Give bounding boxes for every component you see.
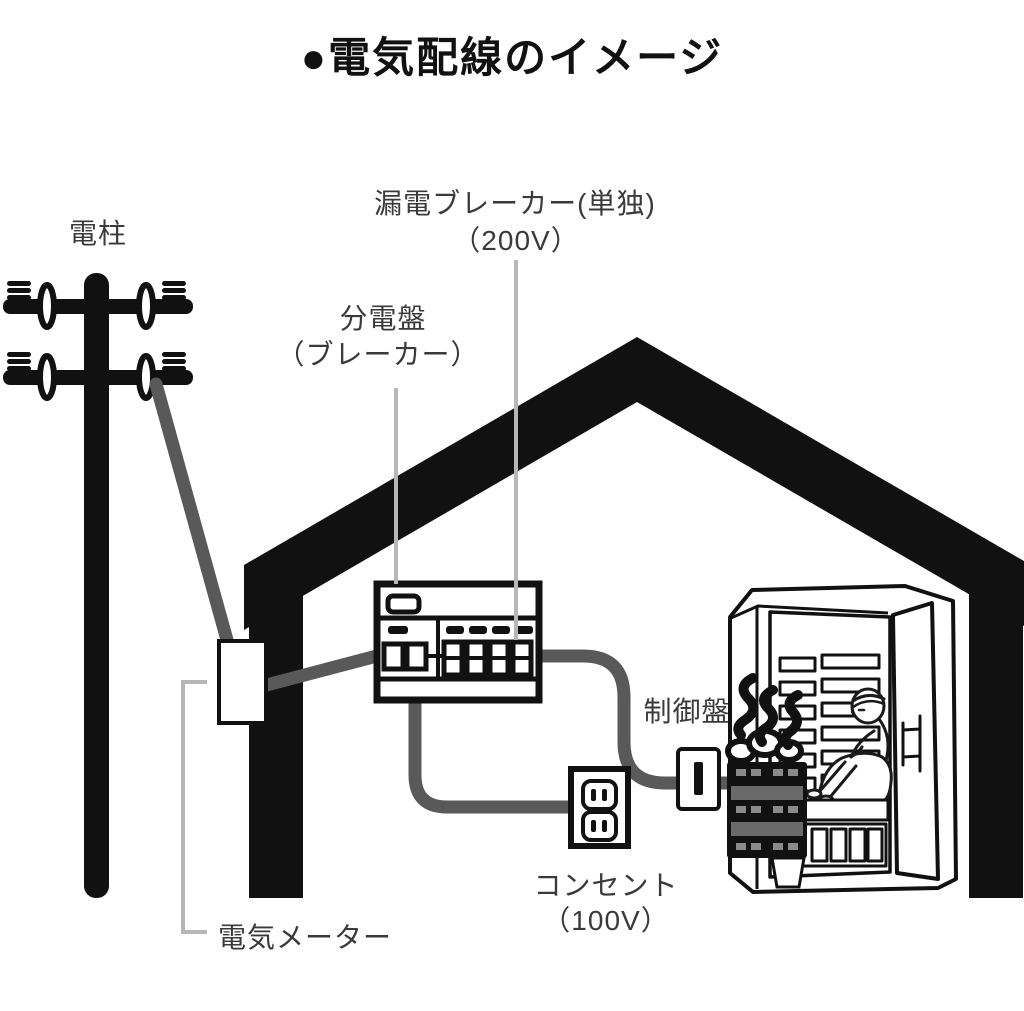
house-left-wall — [249, 575, 303, 898]
outlet-box — [568, 766, 631, 849]
insulator-icon — [136, 353, 156, 401]
head-towel — [851, 694, 886, 703]
main-switch — [385, 593, 422, 615]
wire-panel-to-control — [523, 649, 738, 790]
house-outline — [244, 337, 1024, 898]
label-distribution-board-sub: （ブレーカー） — [276, 339, 480, 370]
control-panel-box — [676, 747, 721, 811]
label-outlet: コンセント — [533, 870, 679, 901]
label-distribution-board: 分電盤 — [339, 303, 427, 334]
label-control-panel: 制御盤 — [643, 696, 731, 727]
steam-icon — [733, 673, 803, 750]
pole-mast — [84, 273, 109, 898]
breaker-dashes — [388, 626, 533, 634]
distribution-panel-box — [373, 580, 543, 704]
door-handle — [901, 714, 922, 773]
wire-panel-to-outlet — [408, 683, 585, 814]
pole-crossarm-bottom — [3, 370, 193, 385]
insulator-icon — [37, 282, 57, 330]
heater-base — [770, 856, 806, 889]
label-utility-pole: 電柱 — [68, 218, 128, 249]
insulator-icon — [37, 353, 57, 401]
insulator-icon — [136, 282, 156, 330]
wire-pole-to-meter — [149, 377, 244, 683]
house-right-wall — [969, 575, 1023, 898]
page-title: ●電気配線のイメージ — [300, 34, 724, 81]
wire-end-stack — [7, 281, 186, 371]
power-line-wires — [149, 377, 738, 814]
callout-lines — [181, 260, 518, 934]
house-roof — [244, 337, 1024, 630]
label-leakage-breaker-voltage: （200V） — [452, 225, 580, 256]
vent-slats — [810, 827, 884, 863]
person-arm — [849, 729, 876, 759]
callout-electric-meter — [181, 680, 207, 934]
outlet-slots — [591, 789, 607, 832]
pole-crossarm-top — [3, 299, 193, 314]
label-leakage-breaker: 漏電ブレーカー(単独) — [374, 188, 656, 219]
label-electric-meter: 電気メーター — [218, 922, 393, 953]
utility-pole-illustration — [3, 273, 193, 898]
sauna-door — [891, 601, 940, 881]
electric-meter-box — [217, 639, 268, 725]
label-outlet-voltage: （100V） — [542, 905, 670, 936]
heater-vent-dashes — [736, 769, 798, 850]
